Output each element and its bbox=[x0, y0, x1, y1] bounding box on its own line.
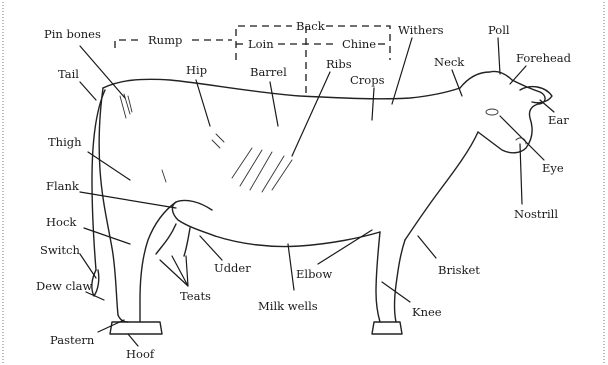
label-hock: Hock bbox=[46, 215, 77, 229]
pointer-ear bbox=[540, 100, 554, 112]
label-chine: Chine bbox=[342, 37, 376, 51]
pointer-teats-2 bbox=[186, 256, 188, 286]
label-nostril: Nostrill bbox=[514, 207, 558, 221]
label-flank: Flank bbox=[46, 179, 80, 193]
pointer-barrel bbox=[270, 82, 278, 126]
pointer-teats-3 bbox=[160, 260, 188, 286]
pointer-hip bbox=[196, 80, 210, 126]
label-thigh: Thigh bbox=[48, 135, 82, 149]
label-loin: Loin bbox=[248, 37, 274, 51]
label-barrel: Barrel bbox=[250, 65, 287, 79]
pointer-flank bbox=[80, 192, 176, 208]
pointer-crops bbox=[372, 88, 374, 120]
label-milk-wells: Milk wells bbox=[258, 299, 318, 313]
label-pin-bones: Pin bones bbox=[44, 27, 101, 41]
pointer-eye bbox=[500, 116, 544, 160]
pointer-withers bbox=[392, 38, 412, 104]
label-tail: Tail bbox=[58, 67, 79, 81]
pointer-teats-1 bbox=[172, 256, 188, 286]
pointer-thigh bbox=[88, 152, 130, 180]
label-withers: Withers bbox=[398, 23, 444, 37]
label-pastern: Pastern bbox=[50, 333, 95, 347]
pointer-udder bbox=[200, 236, 222, 260]
label-hoof: Hoof bbox=[126, 347, 155, 361]
label-neck: Neck bbox=[434, 55, 465, 69]
label-hip: Hip bbox=[186, 63, 207, 77]
label-poll: Poll bbox=[488, 23, 510, 37]
label-brisket: Brisket bbox=[438, 263, 480, 277]
pointer-switch bbox=[80, 254, 96, 278]
cow-illustration bbox=[92, 71, 552, 334]
label-ear: Ear bbox=[548, 113, 569, 127]
label-back: Back bbox=[296, 19, 326, 33]
pointer-brisket bbox=[418, 236, 436, 258]
label-forehead: Forehead bbox=[516, 51, 572, 65]
labels: Pin bones Rump Back Loin Chine Withers P… bbox=[36, 19, 572, 361]
label-teats: Teats bbox=[180, 289, 211, 303]
pointer-milk-wells bbox=[288, 244, 294, 290]
label-crops: Crops bbox=[350, 73, 385, 87]
label-ribs: Ribs bbox=[326, 57, 352, 71]
label-rump: Rump bbox=[148, 33, 182, 47]
label-knee: Knee bbox=[412, 305, 442, 319]
label-eye: Eye bbox=[542, 161, 564, 175]
label-switch: Switch bbox=[40, 243, 80, 257]
pointer-hoof bbox=[128, 334, 138, 346]
label-dew-claw: Dew claw bbox=[36, 279, 92, 293]
label-udder: Udder bbox=[214, 261, 251, 275]
pointer-nostril bbox=[520, 144, 522, 204]
pointer-ribs bbox=[292, 72, 330, 156]
pointer-elbow bbox=[318, 230, 372, 264]
label-elbow: Elbow bbox=[296, 267, 332, 281]
pointer-tail bbox=[80, 82, 96, 100]
pointer-forehead bbox=[510, 66, 526, 84]
pointer-poll bbox=[498, 38, 500, 74]
pointer-hock bbox=[84, 228, 130, 244]
pointer-neck bbox=[452, 70, 462, 96]
